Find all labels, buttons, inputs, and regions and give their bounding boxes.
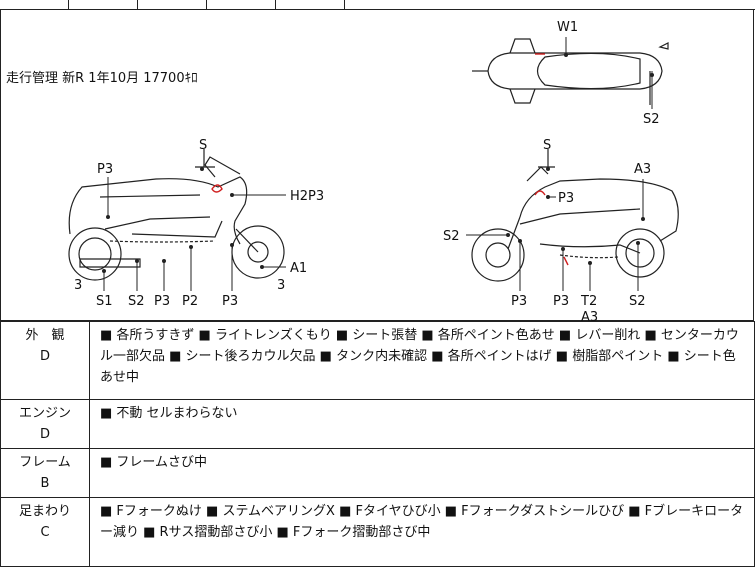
label-a3-top: A3 bbox=[634, 162, 651, 177]
label-right-s: S bbox=[543, 138, 551, 153]
label-left-s2: S2 bbox=[128, 294, 145, 309]
evaluation-text: ■ Fフォークぬけ ■ ステムベアリングX ■ Fタイヤひび小 ■ Fフォークダ… bbox=[89, 497, 755, 567]
strip-cell-divider bbox=[344, 0, 345, 9]
right-side-scooter-icon bbox=[471, 149, 679, 282]
strip-cell-divider bbox=[68, 0, 69, 9]
strip-cell-divider bbox=[275, 0, 276, 9]
evaluation-text: ■ 各所うすきず ■ ライトレンズくもり ■ シート張替 ■ 各所ペイント色あせ… bbox=[89, 321, 755, 400]
motorcycle-diagrams: W1 S2 P3 S H2P3 A1 3 S1 S2 P3 P2 P3 3 S … bbox=[68, 20, 679, 321]
label-s1: S1 bbox=[96, 294, 113, 309]
label-right-s2: S2 bbox=[629, 294, 646, 309]
diagram-panel bbox=[0, 9, 754, 321]
label-right-s2-left: S2 bbox=[443, 229, 460, 244]
category-name: 足まわり bbox=[18, 504, 71, 519]
top-table-strip bbox=[0, 0, 755, 10]
category-cell: 足まわり C bbox=[0, 497, 90, 567]
label-t2: T2 bbox=[580, 294, 597, 309]
top-view-scooter-icon bbox=[472, 38, 669, 105]
label-right-p3-b: P3 bbox=[553, 294, 569, 309]
strip-cell-divider bbox=[206, 0, 207, 9]
damage-mark bbox=[211, 184, 223, 193]
table-row: 足まわり C ■ Fフォークぬけ ■ ステムベアリングX ■ Fタイヤひび小 ■… bbox=[0, 497, 755, 567]
category-name: フレーム bbox=[19, 455, 71, 470]
label-left-p3-low: P3 bbox=[222, 294, 238, 309]
table-row: 外 観 D ■ 各所うすきず ■ ライトレンズくもり ■ シート張替 ■ 各所ペ… bbox=[0, 321, 755, 400]
category-cell: エンジン D bbox=[0, 399, 90, 449]
category-grade: C bbox=[40, 525, 50, 540]
label-a3-bottom: A3 bbox=[581, 310, 598, 321]
evaluation-table: 外 観 D ■ 各所うすきず ■ ライトレンズくもり ■ シート張替 ■ 各所ペ… bbox=[0, 321, 755, 567]
strip-cell-divider bbox=[137, 0, 138, 9]
category-grade: D bbox=[39, 349, 50, 364]
label-p2: P2 bbox=[182, 294, 198, 309]
table-row: フレーム B ■ フレームさび中 bbox=[0, 448, 755, 498]
label-a1: A1 bbox=[290, 261, 307, 276]
mileage-note: 走行管理 新R 1年10月 17700ｷﾛ bbox=[6, 71, 198, 86]
category-grade: D bbox=[39, 427, 50, 442]
category-cell: 外 観 D bbox=[0, 321, 90, 400]
label-right-3: 3 bbox=[277, 278, 285, 293]
evaluation-text: ■ 不動 セルまわらない bbox=[89, 399, 755, 449]
label-right-p3-a: P3 bbox=[511, 294, 527, 309]
label-left-s: S bbox=[199, 138, 207, 153]
label-left-3: 3 bbox=[74, 278, 82, 293]
category-name: エンジン bbox=[18, 406, 71, 421]
label-left-p3-top: P3 bbox=[97, 162, 113, 177]
evaluation-text: ■ フレームさび中 bbox=[89, 448, 755, 498]
label-h2p3: H2P3 bbox=[290, 189, 324, 204]
category-grade: B bbox=[40, 476, 50, 491]
label-right-p3-upper: P3 bbox=[558, 191, 574, 206]
label-left-p3-mid: P3 bbox=[154, 294, 170, 309]
damage-mark bbox=[534, 190, 546, 196]
damage-mark bbox=[563, 256, 569, 266]
category-cell: フレーム B bbox=[0, 448, 90, 498]
label-w1: W1 bbox=[557, 20, 578, 35]
label-s2-top: S2 bbox=[643, 112, 660, 127]
category-name: 外 観 bbox=[25, 328, 65, 343]
left-side-scooter-icon bbox=[68, 149, 285, 281]
table-row: エンジン D ■ 不動 セルまわらない bbox=[0, 399, 755, 449]
